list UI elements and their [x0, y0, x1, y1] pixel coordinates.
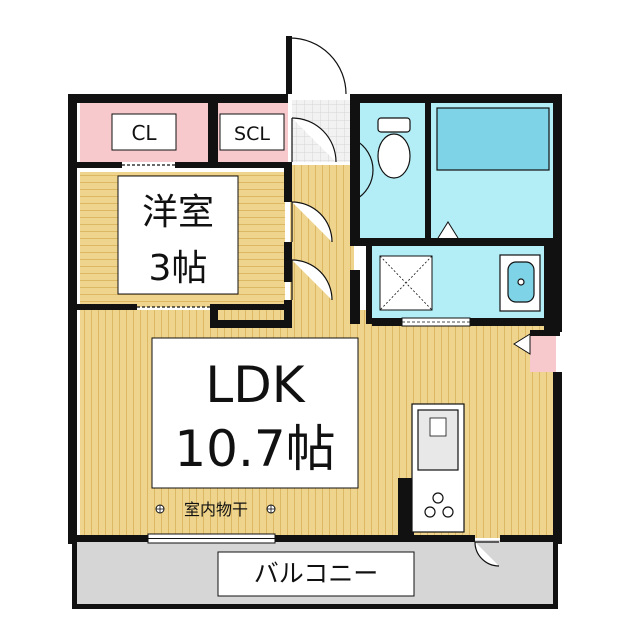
balcony-label: バルコニー [254, 559, 379, 588]
shoe-closet-label-box: SCL [219, 113, 285, 151]
closet-label-box: CL [111, 113, 177, 151]
balcony-label-box [217, 551, 415, 597]
indoor-drying-annotation: 室内物干 [155, 500, 276, 519]
toilet [377, 117, 411, 179]
indoor-drying-label: 室内物干 [184, 500, 248, 519]
western-room-name: 洋室 [142, 192, 214, 233]
washing-machine-pan [379, 255, 433, 311]
small-storage [530, 330, 556, 372]
western-room-label-box: 洋室 3帖 [117, 175, 239, 295]
western-room-size: 3帖 [149, 248, 208, 289]
hall-floor [290, 165, 354, 320]
closet-label: CL [131, 121, 157, 145]
bathtub [436, 107, 550, 239]
shoe-closet-label: SCL [234, 123, 270, 145]
storage-door-marker [513, 333, 531, 355]
ldk-label-box: LDK 10.7帖 [151, 337, 359, 489]
ldk-size: 10.7帖 [174, 420, 335, 478]
doors [122, 36, 500, 567]
ldk-name: LDK [205, 356, 305, 414]
windows [147, 317, 471, 544]
washbasin [499, 254, 541, 312]
walls [68, 94, 562, 544]
kitchen-counter [411, 403, 465, 533]
balcony: バルコニー [72, 540, 558, 609]
